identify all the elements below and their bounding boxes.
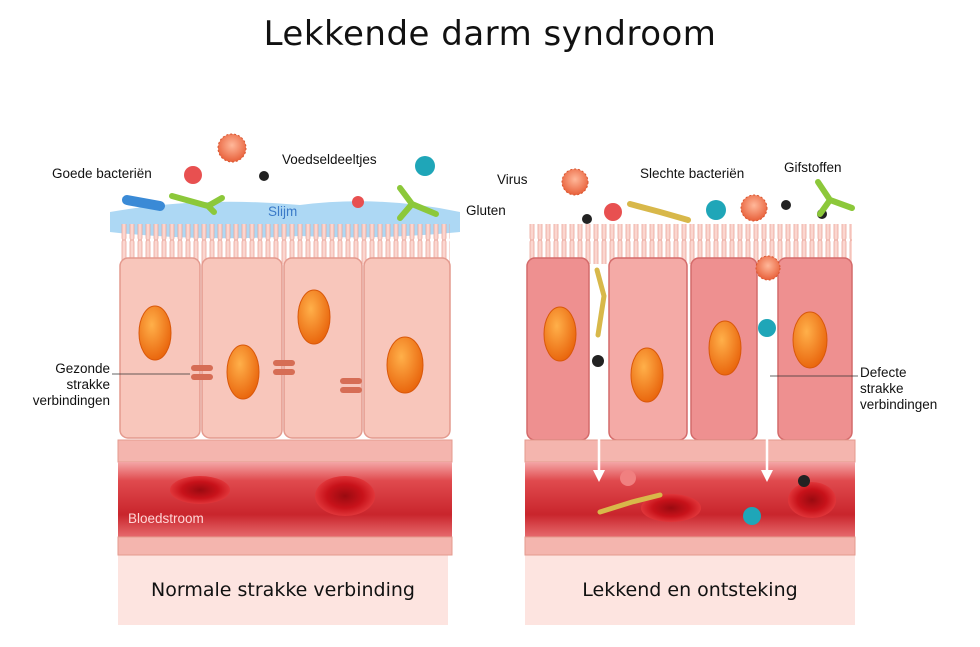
blood-vessel-left xyxy=(118,462,452,537)
right-panel xyxy=(524,168,858,625)
label-virus: Virus xyxy=(497,172,528,187)
cell-nucleus xyxy=(226,344,260,400)
cell-nucleus xyxy=(138,305,172,361)
vessel-wall xyxy=(524,536,856,556)
food-particle xyxy=(184,166,202,184)
toxin-particle xyxy=(592,355,604,367)
label-mucus: Slijm xyxy=(268,204,298,219)
toxin-icon xyxy=(815,179,855,217)
leak-arrow-head xyxy=(593,470,605,482)
label-defect-junctions: Defecte strakke verbindingen xyxy=(860,365,937,413)
cell-nucleus xyxy=(543,306,577,362)
particle xyxy=(758,319,776,337)
red-blood-cell xyxy=(170,476,230,504)
label-bad-bacteria: Slechte bacteriën xyxy=(640,166,745,181)
label-good-bacteria: Goede bacteriën xyxy=(52,166,152,181)
right-caption-box xyxy=(525,555,855,625)
toxin-particle xyxy=(781,200,791,210)
toxin-particle xyxy=(582,214,592,224)
food-particle xyxy=(259,171,269,181)
left-caption: Normale strakke verbinding xyxy=(151,579,415,601)
gluten-particle xyxy=(604,203,622,221)
tight-junctions xyxy=(191,360,362,393)
food-particle xyxy=(352,196,364,208)
label-food-particles: Voedseldeeltjes xyxy=(282,152,377,167)
left-caption-box xyxy=(118,555,448,625)
cell-nucleus xyxy=(708,320,742,376)
cell-nucleus xyxy=(792,311,828,369)
label-line: verbindingen xyxy=(860,397,938,412)
red-blood-cell xyxy=(315,476,375,516)
virus-icon xyxy=(755,255,781,281)
basement-layer xyxy=(524,439,856,463)
label-line: Defecte xyxy=(860,365,907,380)
toxin-particle xyxy=(798,475,810,487)
vessel-wall xyxy=(117,536,453,556)
particle xyxy=(706,200,726,220)
diagram-title: Lekkende darm syndroom xyxy=(263,14,717,54)
label-gluten: Gluten xyxy=(466,203,506,218)
basement-layer xyxy=(117,439,453,463)
bad-bacteria-icon xyxy=(597,492,663,515)
nuclei-left xyxy=(138,289,424,400)
right-caption: Lekkend en ontsteking xyxy=(582,579,798,601)
cell-nucleus xyxy=(386,336,424,394)
food-particle xyxy=(415,156,435,176)
label-line: Gezonde xyxy=(55,361,110,376)
leak-arrow-head xyxy=(761,470,773,482)
food-particle xyxy=(217,133,247,163)
label-line: strakke xyxy=(66,377,110,392)
bad-bacteria-icon xyxy=(627,201,691,223)
left-panel xyxy=(110,133,460,625)
red-blood-cell xyxy=(641,494,701,522)
bacteria-crossing-icon xyxy=(594,267,607,338)
good-bacteria-icon xyxy=(169,193,225,215)
nuclei-right xyxy=(543,306,828,403)
label-bloodstream: Bloedstroom xyxy=(128,511,204,526)
red-blood-cell xyxy=(788,482,836,518)
good-bacteria-icon xyxy=(122,195,165,211)
virus-icon xyxy=(740,194,768,222)
virus-icon xyxy=(561,168,589,196)
particle xyxy=(620,470,636,486)
epithelial-cell xyxy=(283,257,363,439)
label-line: verbindingen xyxy=(32,393,110,408)
label-line: strakke xyxy=(860,381,904,396)
particle xyxy=(743,507,761,525)
cell-nucleus xyxy=(297,289,331,345)
good-bacteria-icon xyxy=(397,185,439,221)
label-healthy-junctions: Gezonde strakke verbindingen xyxy=(20,361,110,409)
cell-nucleus xyxy=(630,347,664,403)
label-toxins: Gifstoffen xyxy=(784,160,842,175)
